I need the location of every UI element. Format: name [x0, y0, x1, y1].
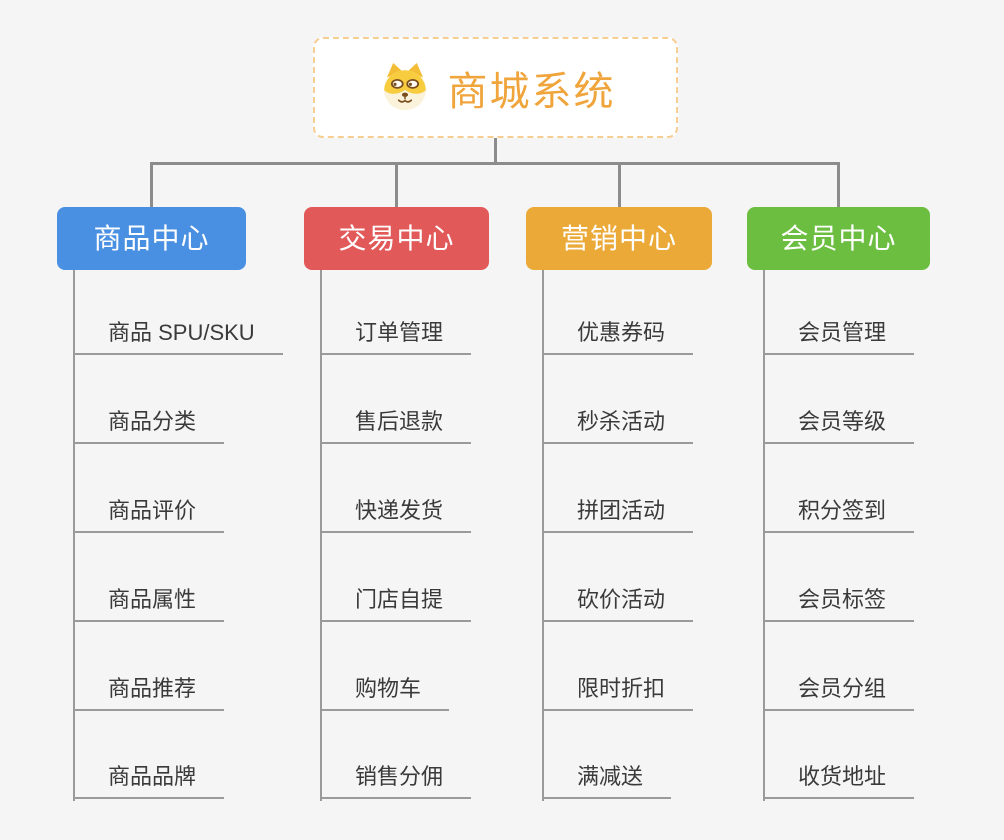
leaf-node[interactable]: 会员标签	[763, 585, 915, 622]
leaf-node[interactable]: 商品评价	[73, 496, 225, 533]
leaf-node[interactable]: 商品 SPU/SKU	[73, 318, 283, 355]
leaf-node[interactable]: 砍价活动	[542, 585, 694, 622]
branch-node[interactable]: 会员中心	[747, 207, 930, 270]
leaf-node[interactable]: 秒杀活动	[542, 407, 694, 444]
leaf-node[interactable]: 商品属性	[73, 585, 225, 622]
branch-spine-line	[320, 270, 322, 801]
branch-spine-line	[542, 270, 544, 801]
leaf-node[interactable]: 商品分类	[73, 407, 225, 444]
leaf-node[interactable]: 限时折扣	[542, 674, 694, 711]
leaf-node[interactable]: 积分签到	[763, 496, 915, 533]
branch-spine-line	[763, 270, 765, 801]
leaf-node[interactable]: 订单管理	[320, 318, 472, 355]
branch-node[interactable]: 营销中心	[526, 207, 712, 270]
leaf-node[interactable]: 满减送	[542, 762, 672, 799]
leaf-node[interactable]: 收货地址	[763, 762, 915, 799]
leaf-node[interactable]: 商品品牌	[73, 762, 225, 799]
leaf-node[interactable]: 销售分佣	[320, 762, 472, 799]
branch-node[interactable]: 交易中心	[304, 207, 489, 270]
connector-branch-drop	[150, 162, 153, 207]
connector-bus	[150, 162, 840, 165]
connector-branch-drop	[395, 162, 398, 207]
branch-spine-line	[73, 270, 75, 801]
branch-node[interactable]: 商品中心	[57, 207, 246, 270]
leaf-node[interactable]: 会员分组	[763, 674, 915, 711]
leaf-node[interactable]: 会员等级	[763, 407, 915, 444]
connector-branch-drop	[617, 162, 621, 207]
root-node[interactable]: 商城系统	[313, 37, 678, 138]
root-title: 商城系统	[447, 69, 616, 114]
leaf-node[interactable]: 门店自提	[320, 585, 472, 622]
leaf-node[interactable]: 拼团活动	[542, 496, 694, 533]
leaf-node[interactable]: 优惠券码	[542, 318, 694, 355]
dog-face-icon	[383, 63, 426, 111]
connector-branch-drop	[837, 162, 840, 207]
connector-root-stub	[493, 138, 497, 165]
leaf-node[interactable]: 售后退款	[320, 407, 472, 444]
leaf-node[interactable]: 购物车	[320, 674, 450, 711]
leaf-node[interactable]: 商品推荐	[73, 674, 225, 711]
leaf-node[interactable]: 快递发货	[320, 496, 472, 533]
leaf-node[interactable]: 会员管理	[763, 318, 915, 355]
